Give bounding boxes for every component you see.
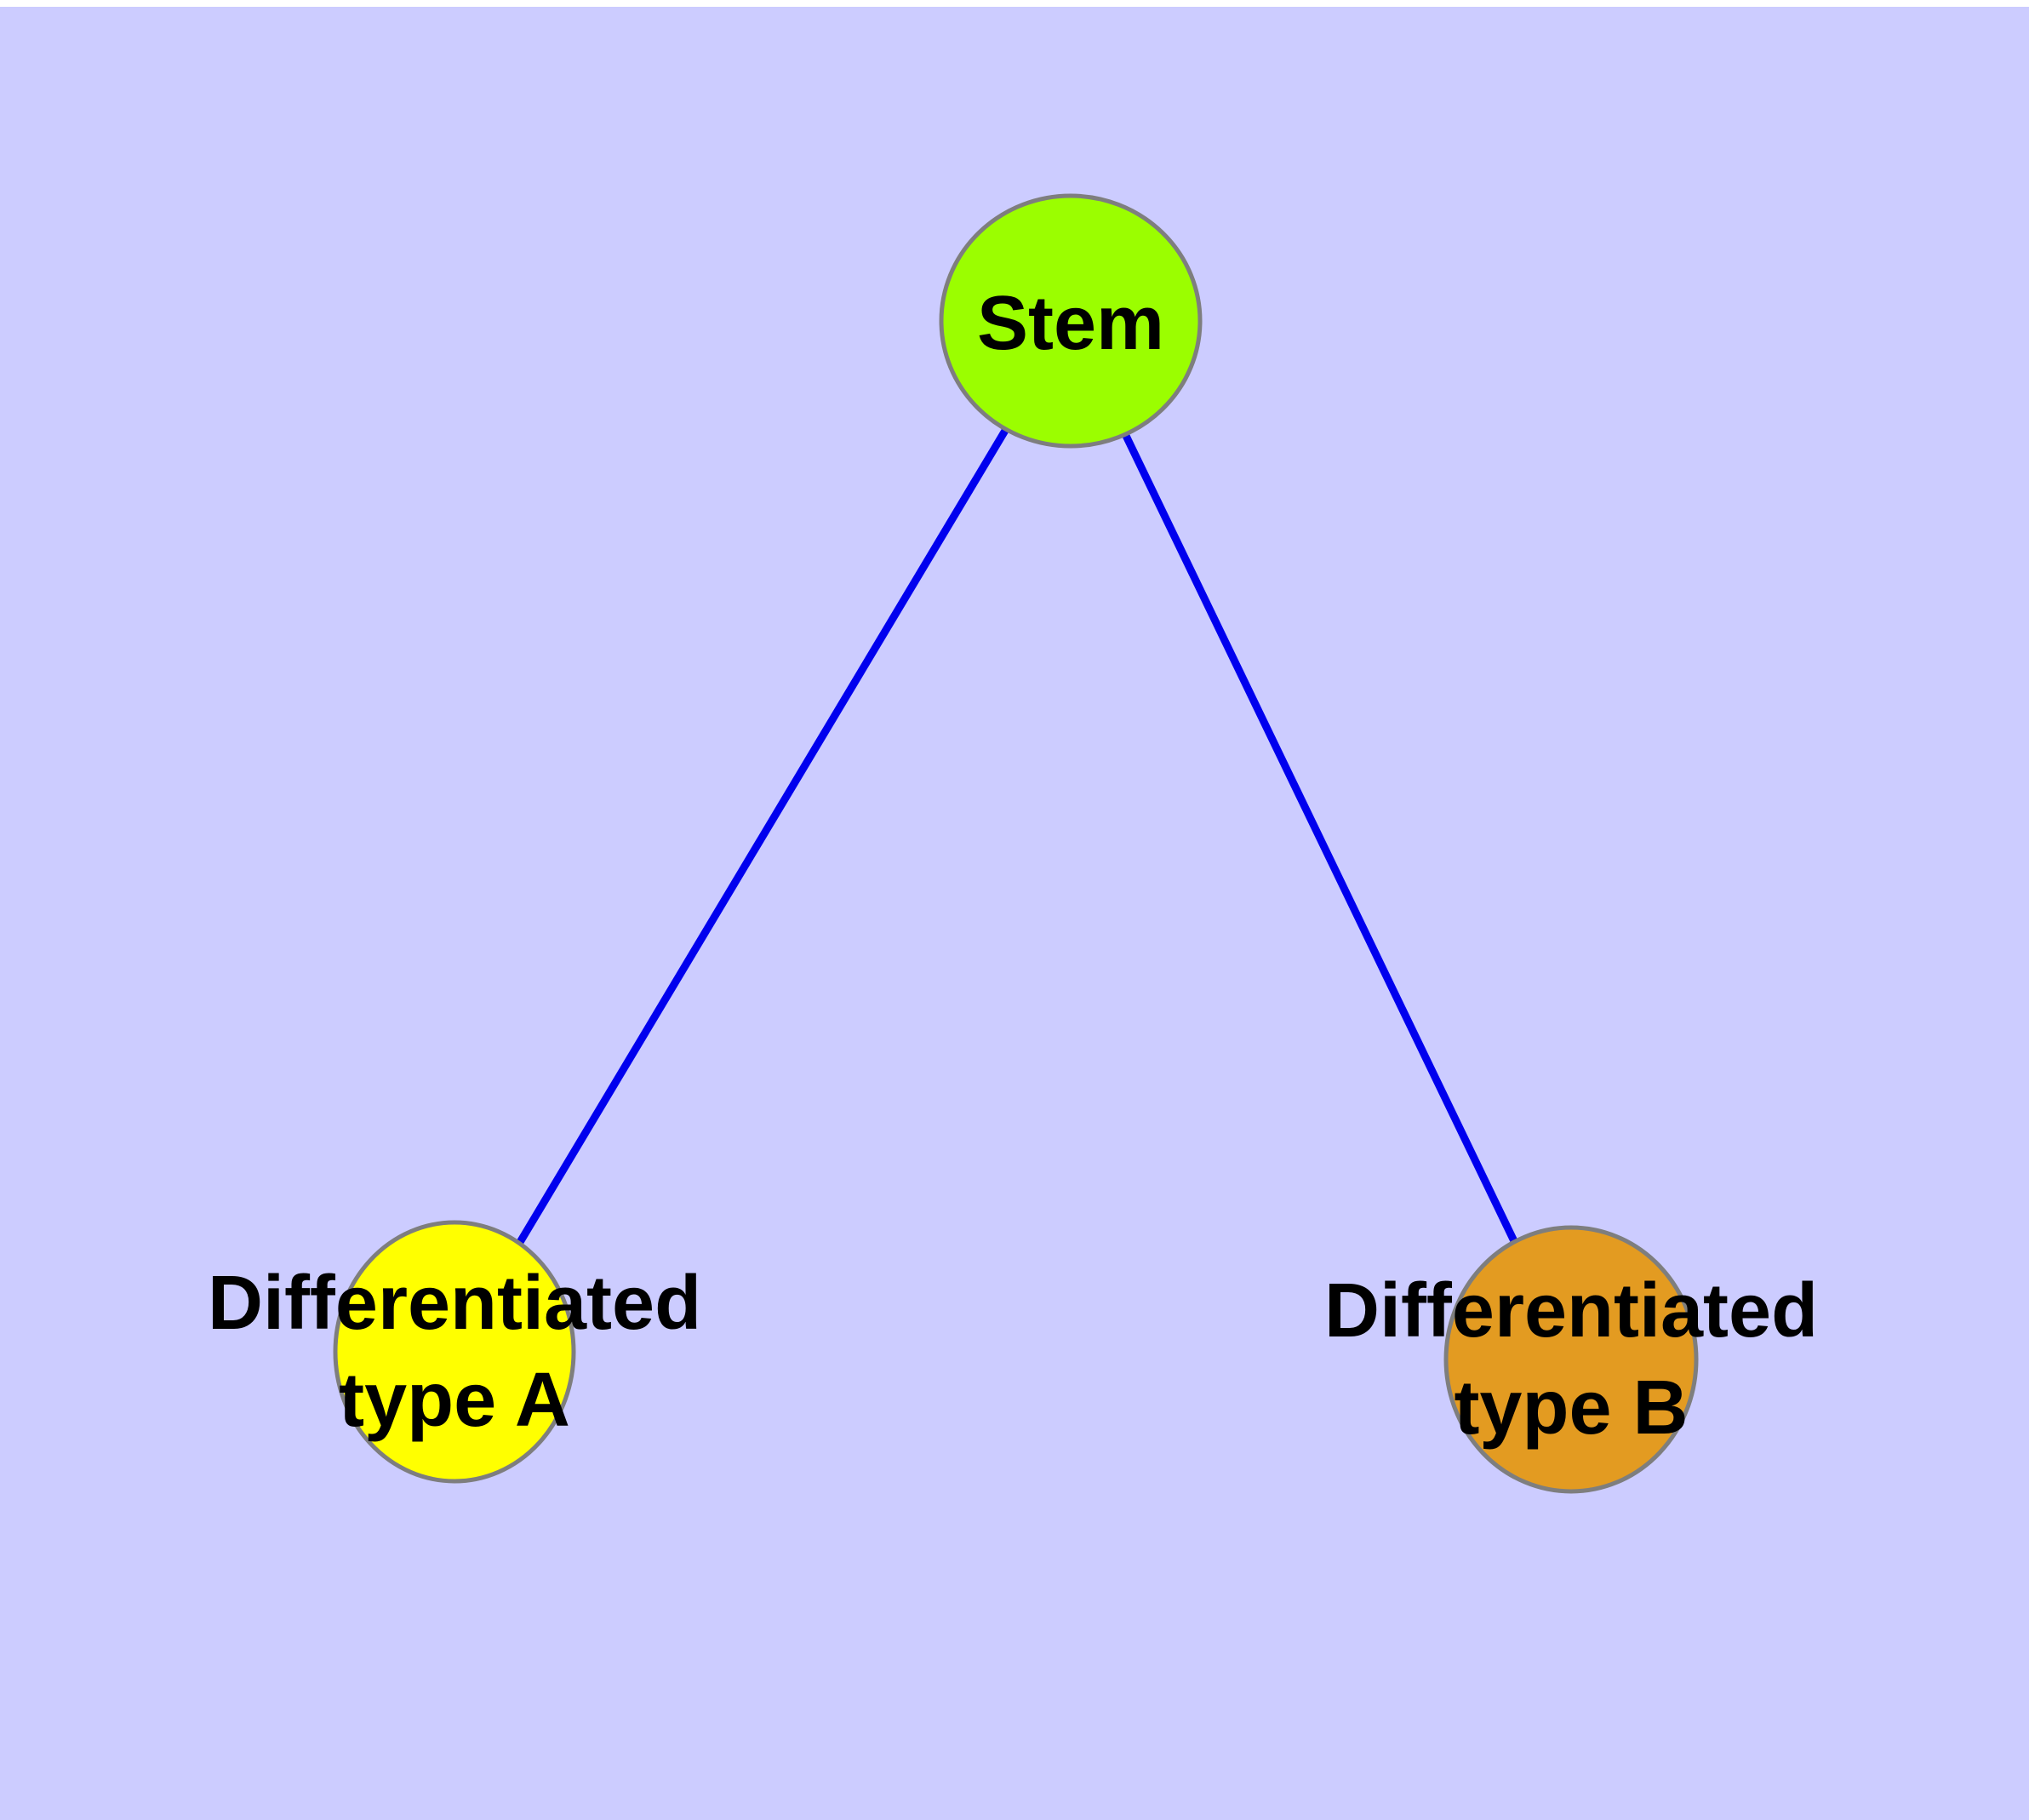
node-differentiated-type-b	[1443, 1225, 1699, 1494]
edge-stem-to-type-b	[1066, 319, 1575, 1361]
edge-stem-to-type-a	[451, 318, 1074, 1354]
node-stem	[939, 193, 1203, 449]
node-differentiated-type-a	[333, 1220, 576, 1484]
